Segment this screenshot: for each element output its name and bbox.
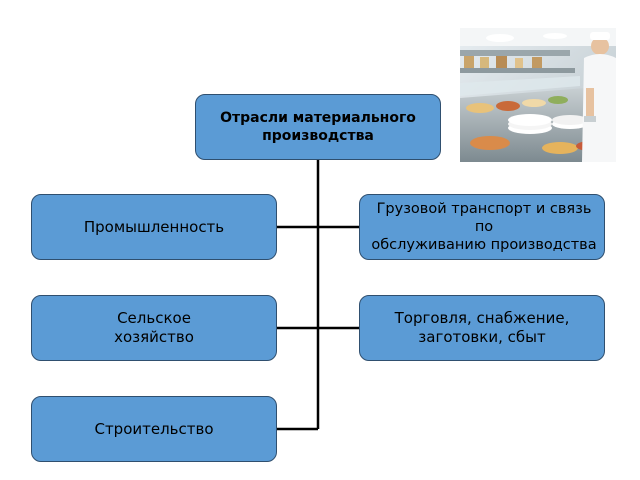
node-industry: Промышленность <box>31 194 277 260</box>
cafeteria-photo-image <box>460 28 616 162</box>
node-transport-label: Грузовой транспорт и связь по обслуживан… <box>371 201 597 253</box>
node-transport: Грузовой транспорт и связь по обслуживан… <box>359 194 605 260</box>
node-trade: Торговля, снабжение, заготовки, сбыт <box>359 295 605 361</box>
node-construction-label: Строительство <box>94 419 214 438</box>
node-agriculture-label: Сельское хозяйство <box>114 309 194 346</box>
node-agriculture: Сельское хозяйство <box>31 295 277 361</box>
root-node: Отрасли материального производства <box>195 94 441 160</box>
root-node-label: Отрасли материального производства <box>220 110 416 144</box>
node-industry-label: Промышленность <box>83 217 225 236</box>
node-construction: Строительство <box>31 396 277 462</box>
node-trade-label: Торговля, снабжение, заготовки, сбыт <box>394 309 570 346</box>
cafeteria-photo <box>460 28 616 162</box>
